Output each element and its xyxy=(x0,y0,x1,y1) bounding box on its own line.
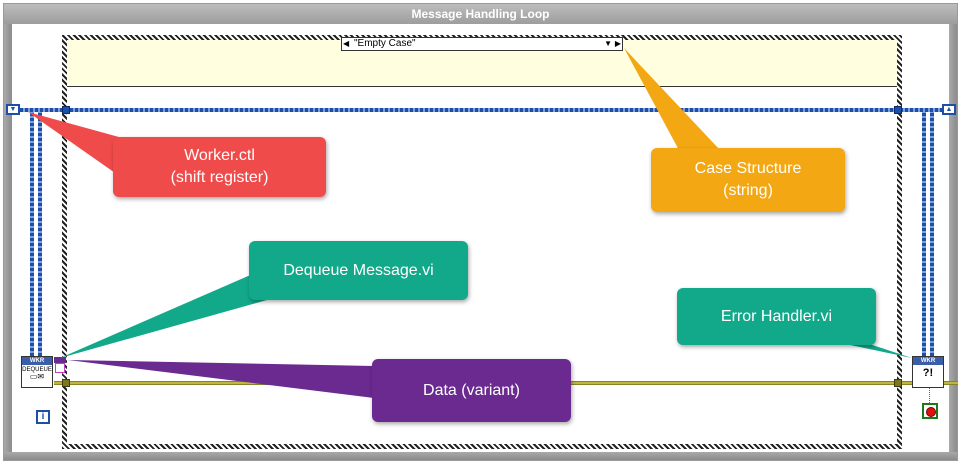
case-selector-label: "Empty Case" xyxy=(354,38,416,49)
case-input-tunnel xyxy=(62,106,70,114)
worker-wire-right-vertical xyxy=(922,112,926,356)
dequeue-callout: Dequeue Message.vi xyxy=(249,241,468,300)
error-input-tunnel xyxy=(62,379,70,387)
worker-wire-top xyxy=(20,108,942,112)
selector-right-arrow-icon[interactable]: ▶ xyxy=(614,39,621,48)
error-wire-out xyxy=(944,381,958,385)
data-variant-wire xyxy=(54,357,66,363)
data-callout-pointer xyxy=(68,360,374,398)
loop-title-bar xyxy=(4,4,957,24)
data-callout: Data (variant) xyxy=(372,359,571,422)
stop-wire xyxy=(929,388,931,403)
worker-wire-left-vertical xyxy=(30,112,34,356)
variant-terminal xyxy=(55,363,65,373)
dequeue-brand: WKR xyxy=(22,357,52,365)
worker-callout-pointer xyxy=(28,112,130,175)
error-handler-subvi[interactable]: WKR ?! xyxy=(912,356,944,388)
error-output-tunnel xyxy=(894,379,902,387)
error-handler-callout: Error Handler.vi xyxy=(677,288,876,345)
loop-left-wall xyxy=(4,24,12,460)
loop-bottom-wall xyxy=(4,452,957,460)
dequeue-callout-pointer xyxy=(60,270,274,358)
error-handler-caption: ?! xyxy=(922,367,934,379)
case-selector[interactable]: ◀ "Empty Case" ▼ ▶ xyxy=(341,37,623,51)
selector-left-arrow-icon[interactable]: ◀ xyxy=(343,39,350,48)
case-output-tunnel xyxy=(894,106,902,114)
shift-register-right[interactable]: ▲ xyxy=(942,104,956,115)
loop-right-wall xyxy=(949,24,957,460)
dequeue-caption: DEQUEUE xyxy=(22,367,52,373)
error-handler-brand: WKR xyxy=(913,357,943,365)
worker-callout: Worker.ctl (shift register) xyxy=(113,137,326,197)
chevron-down-icon[interactable]: ▼ xyxy=(604,39,612,48)
case-structure-callout: Case Structure (string) xyxy=(651,148,845,212)
worker-wire-left-vertical-2 xyxy=(38,112,42,356)
envelope-icon: ▭✉ xyxy=(29,372,45,381)
stop-button-icon[interactable] xyxy=(922,403,938,419)
loop-title: Message Handling Loop xyxy=(411,7,550,21)
worker-wire-right-vertical-2 xyxy=(930,112,934,356)
iteration-terminal[interactable]: i xyxy=(36,410,50,424)
shift-register-left[interactable]: ▼ xyxy=(6,104,20,115)
case-structure-callout-pointer xyxy=(624,48,720,152)
dequeue-message-subvi[interactable]: WKR DEQUEUE ▭✉ xyxy=(21,356,53,388)
